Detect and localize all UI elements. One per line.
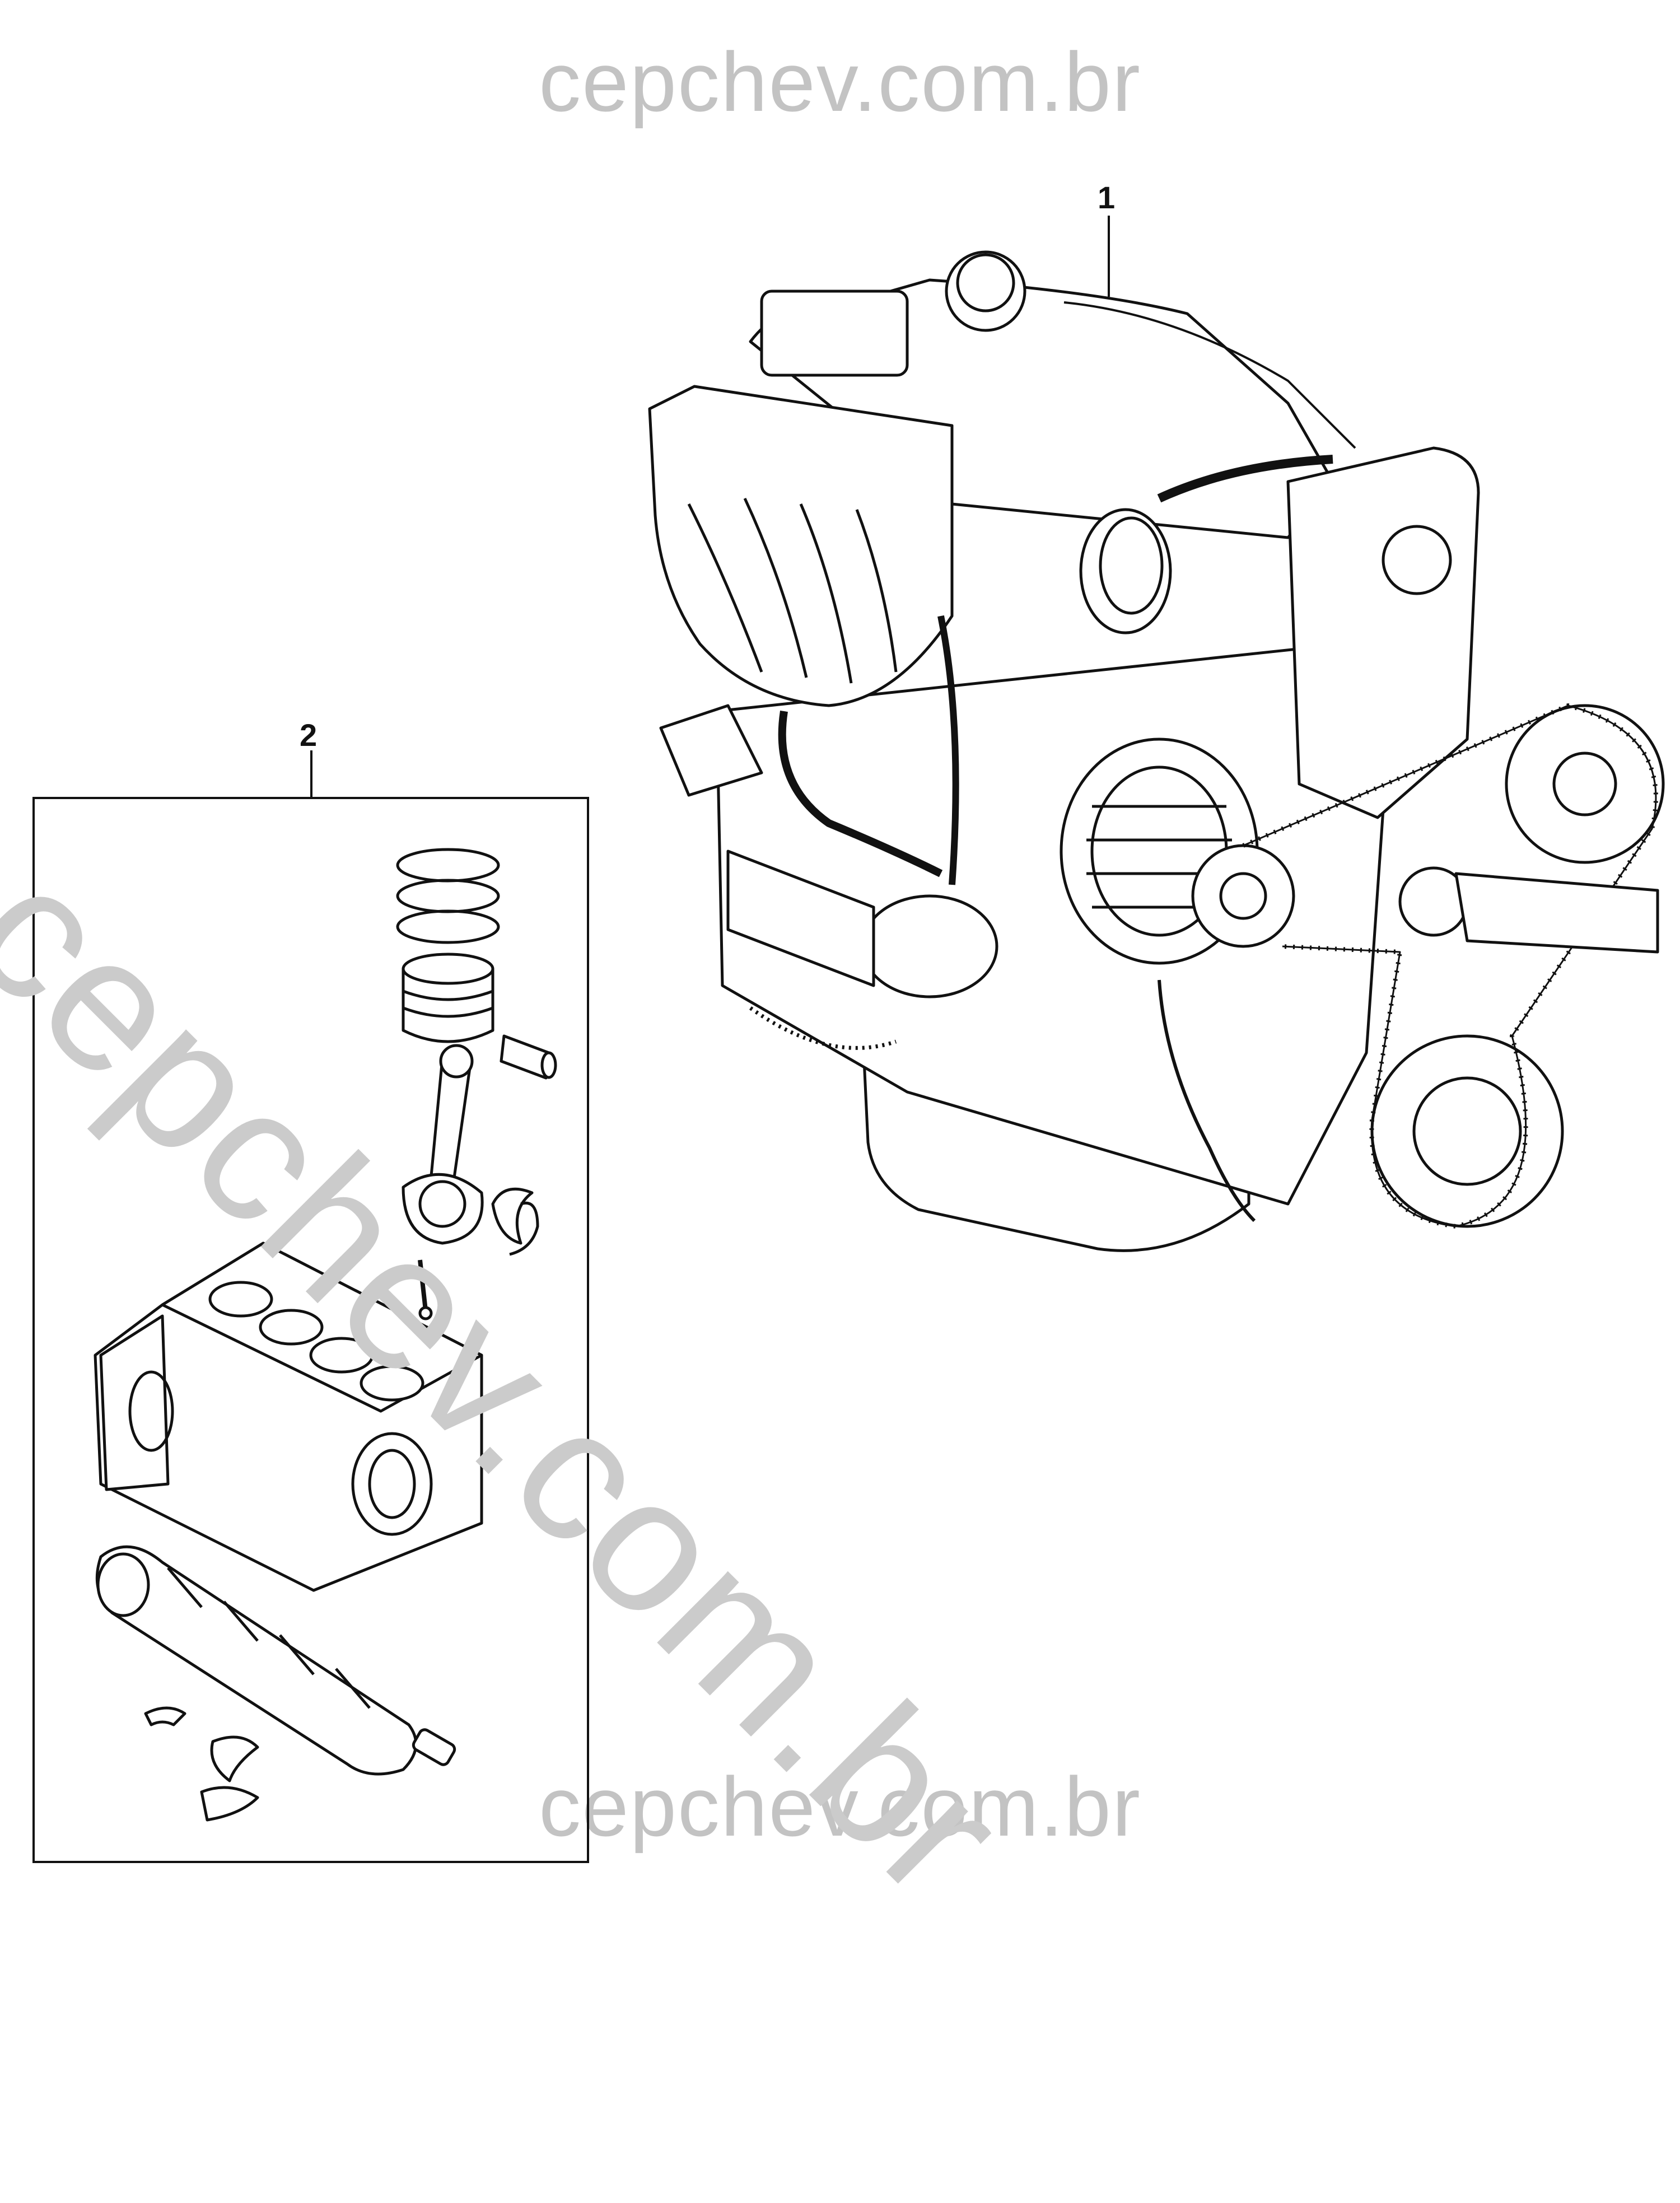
parts-diagram: cepchev.com.br cepchev.com.br — [0, 35, 1665, 1938]
cylinder-block — [94, 1241, 483, 1592]
main-bearing — [144, 1706, 259, 1822]
callout-1: 1 — [1098, 180, 1116, 215]
callout-2: 2 — [300, 717, 318, 753]
watermark-bottom: cepchev.com.br — [539, 1759, 1141, 1854]
piston-rings — [396, 848, 500, 944]
watermark-top: cepchev.com.br — [539, 35, 1141, 129]
crankshaft — [95, 1545, 456, 1776]
wrist-pin — [500, 1034, 557, 1080]
diagram-drawing — [32, 216, 1665, 1863]
rod-bearing — [491, 1187, 539, 1256]
engine-assembly — [648, 250, 1665, 1252]
short-block-kit — [94, 848, 557, 1822]
connecting-rod — [402, 1044, 484, 1245]
kit-box — [32, 797, 589, 1863]
piston — [402, 953, 494, 1043]
